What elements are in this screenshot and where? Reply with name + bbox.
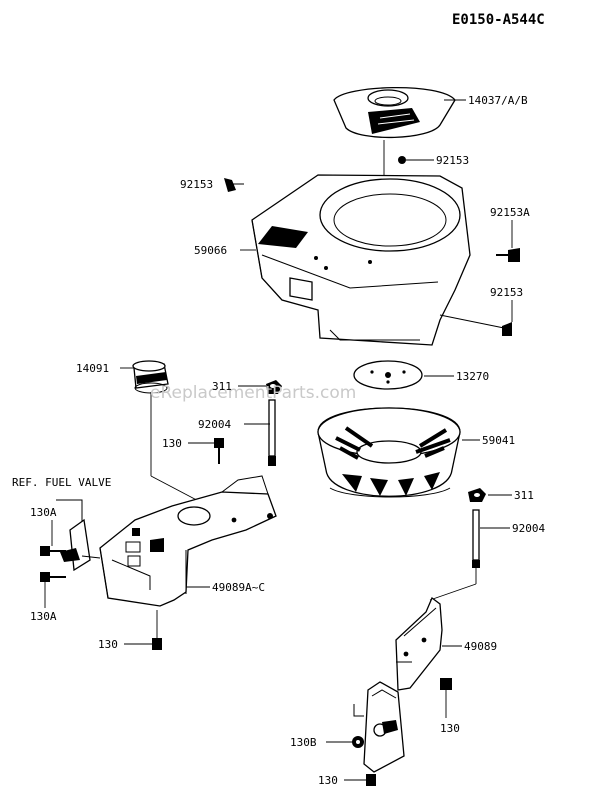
callout-92004-right[interactable]: 92004 xyxy=(512,522,545,535)
callout-311-right[interactable]: 311 xyxy=(514,489,534,502)
nut-311-right[interactable] xyxy=(468,488,486,502)
callout-92004-left[interactable]: 92004 xyxy=(198,418,231,431)
callout-13270[interactable]: 13270 xyxy=(456,370,489,383)
bolt-130b[interactable] xyxy=(352,736,364,748)
callout-92153-right[interactable]: 92153 xyxy=(490,286,523,299)
callout-130-bottom[interactable]: 130 xyxy=(318,774,338,787)
callout-14037[interactable]: 14037/A/B xyxy=(468,94,528,107)
callout-130-left[interactable]: 130 xyxy=(98,638,118,651)
bolt-130-bottom[interactable] xyxy=(366,774,376,786)
ref-fuel-valve-label: REF. FUEL VALVE xyxy=(12,476,111,489)
fan-plate[interactable] xyxy=(353,360,423,390)
bolt-130-left-bottom[interactable] xyxy=(152,610,162,650)
callout-130-right[interactable]: 130 xyxy=(440,722,460,735)
screw-130a-upper[interactable] xyxy=(40,546,66,556)
callout-labels: 14037/A/B 92153 92153 59066 92153A 92153… xyxy=(30,94,545,787)
callout-49089-range[interactable]: 49089A~C xyxy=(212,581,265,594)
stud-92004-right[interactable] xyxy=(429,509,480,601)
bolt-92153-left[interactable] xyxy=(224,178,236,192)
callout-14091[interactable]: 14091 xyxy=(76,362,109,375)
bolt-92153-right[interactable] xyxy=(439,314,512,336)
bolt-130-center[interactable] xyxy=(214,438,224,464)
bolt-92153-top[interactable] xyxy=(398,156,406,164)
callout-92153-top[interactable]: 92153 xyxy=(436,154,469,167)
callout-59066[interactable]: 59066 xyxy=(194,244,227,257)
callout-130-center[interactable]: 130 xyxy=(162,437,182,450)
callout-130b[interactable]: 130B xyxy=(290,736,317,749)
callout-92153a[interactable]: 92153A xyxy=(490,206,530,219)
diagram-code: E0150-A544C xyxy=(452,12,545,28)
nut-311-left[interactable] xyxy=(266,380,282,394)
callout-130a-upper[interactable]: 130A xyxy=(30,506,57,519)
callout-49089[interactable]: 49089 xyxy=(464,640,497,653)
callout-130a-lower[interactable]: 130A xyxy=(30,610,57,623)
leader-lines xyxy=(44,99,513,781)
watermark: eReplacementParts.com xyxy=(150,383,356,403)
cylinder-shield[interactable] xyxy=(353,681,405,773)
stud-92004-left[interactable] xyxy=(268,399,276,466)
flywheel-fan[interactable] xyxy=(317,407,461,498)
bolt-130-right[interactable] xyxy=(440,678,452,690)
callout-59041[interactable]: 59041 xyxy=(482,434,515,447)
bolt-92153a[interactable] xyxy=(496,248,520,262)
blower-housing[interactable] xyxy=(251,174,471,346)
air-baffle-right[interactable] xyxy=(395,596,443,691)
fuel-valve-bracket[interactable] xyxy=(56,499,101,572)
collar-14091[interactable] xyxy=(132,360,209,507)
callout-311-left[interactable]: 311 xyxy=(212,380,232,393)
screw-130a-lower[interactable] xyxy=(40,572,66,582)
callout-92153-left[interactable]: 92153 xyxy=(180,178,213,191)
